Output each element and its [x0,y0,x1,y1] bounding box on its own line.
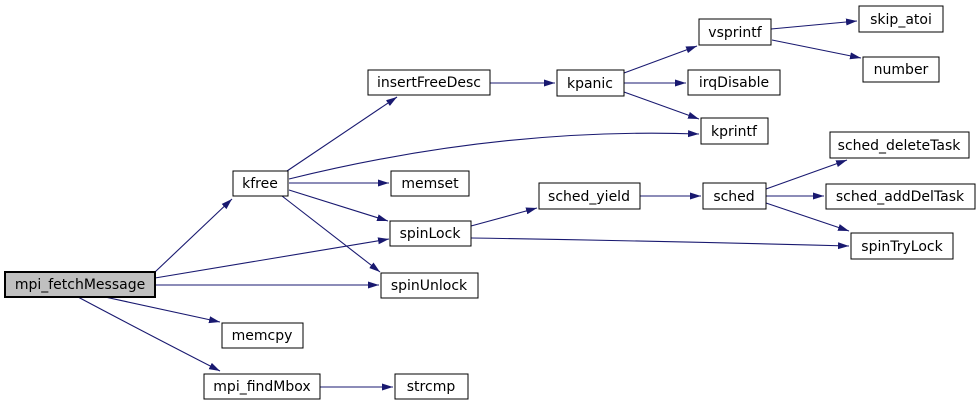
node-skip-atoi-label: skip_atoi [870,12,932,28]
node-mpi-findmbox-label: mpi_findMbox [213,379,310,395]
edge-spinLock-to-sched_yield [470,207,538,227]
node-insertfreedesc[interactable]: insertFreeDesc [367,69,491,96]
node-kpanic-label: kpanic [567,76,613,92]
node-sched-yield-label: sched_yield [548,189,630,205]
edge-mpi_fetchMessage-to-mpi_findMbox [77,296,221,372]
node-mpi-fetchmessage-box [4,271,156,298]
edge-kpanic-to-kprintf [623,91,700,120]
node-irqdisable[interactable]: irqDisable [687,69,781,96]
edge-layer [77,18,862,391]
edge-kfree-to-kprintf [288,130,700,180]
edge-mpi_fetchMessage-to-kfree [154,198,233,273]
node-sched-box[interactable] [702,182,767,210]
edge-vsprintf-to-number [771,39,862,60]
node-sched-yield-box[interactable] [538,182,641,210]
node-sched-adddeltask-box[interactable] [825,183,976,210]
node-sched-adddeltask[interactable]: sched_addDelTask [825,183,976,210]
node-spintrylock-label: spinTryLock [861,239,943,255]
node-kprintf-label: kprintf [711,124,758,140]
edge-mpi_fetchMessage-to-spinLock [154,237,390,279]
node-sched-deletetask-label: sched_deleteTask [838,138,962,154]
node-sched-label: sched [713,189,754,205]
node-spinlock[interactable]: spinLock [389,220,472,247]
node-number[interactable]: number [862,56,940,83]
node-mpi-fetchmessage-label: mpi_fetchMessage [15,277,145,293]
node-kfree[interactable]: kfree [232,170,289,197]
node-sched-deletetask[interactable]: sched_deleteTask [829,131,970,159]
node-spinunlock-label: spinUnlock [391,278,468,294]
node-vsprintf[interactable]: vsprintf [698,18,772,46]
node-mpi-fetchmessage: mpi_fetchMessage [4,271,156,298]
node-kfree-box[interactable] [232,170,289,197]
node-mpi-findmbox[interactable]: mpi_findMbox [203,373,321,400]
edge-sched-to-spinTryLock [765,202,850,232]
node-skip-atoi[interactable]: skip_atoi [858,5,944,33]
node-strcmp-label: strcmp [407,379,456,395]
node-kpanic-box[interactable] [556,69,625,97]
node-kpanic[interactable]: kpanic [556,69,625,97]
edge-mpi_fetchMessage-to-memcpy [104,296,221,324]
edge-kpanic-to-vsprintf [623,45,698,74]
node-irqdisable-box[interactable] [687,69,781,96]
node-kfree-label: kfree [242,176,278,192]
node-memset[interactable]: memset [390,170,470,197]
node-insertfreedesc-box[interactable] [367,69,491,96]
node-sched[interactable]: sched [702,182,767,210]
node-irqdisable-label: irqDisable [699,75,769,91]
node-memset-box[interactable] [390,170,470,197]
node-memcpy-box[interactable] [221,322,304,349]
node-sched-adddeltask-label: sched_addDelTask [836,189,965,205]
node-spinunlock[interactable]: spinUnlock [380,272,479,299]
edge-spinLock-to-spinTryLock [470,237,850,250]
node-sched-deletetask-box[interactable] [829,131,970,159]
edge-vsprintf-to-skip_atoi [770,18,858,30]
node-spintrylock[interactable]: spinTryLock [850,232,954,260]
edge-kfree-to-insertFreeDesc [286,96,398,172]
node-strcmp[interactable]: strcmp [394,373,469,400]
edge-sched-to-sched_deleteTask [765,159,848,190]
node-strcmp-box[interactable] [394,373,469,400]
node-spinlock-box[interactable] [389,220,472,247]
edge-kfree-to-spinUnlock [281,195,381,273]
node-kprintf-box[interactable] [700,117,769,145]
node-kprintf[interactable]: kprintf [700,117,769,145]
node-number-box[interactable] [862,56,940,83]
node-sched-yield[interactable]: sched_yield [538,182,641,210]
edge-kfree-to-spinLock [288,189,389,222]
node-spintrylock-box[interactable] [850,232,954,260]
node-vsprintf-box[interactable] [698,18,772,46]
node-spinlock-label: spinLock [400,226,462,242]
node-vsprintf-label: vsprintf [708,25,762,41]
node-memcpy-label: memcpy [232,328,293,344]
node-mpi-findmbox-box[interactable] [203,373,321,400]
node-layer: mpi_fetchMessage kfree insertFreeDesc me… [4,5,976,400]
node-memcpy[interactable]: memcpy [221,322,304,349]
node-memset-label: memset [401,176,459,192]
node-skip-atoi-box[interactable] [858,5,944,33]
node-number-label: number [874,62,929,78]
node-insertfreedesc-label: insertFreeDesc [377,75,481,91]
node-spinunlock-box[interactable] [380,272,479,299]
